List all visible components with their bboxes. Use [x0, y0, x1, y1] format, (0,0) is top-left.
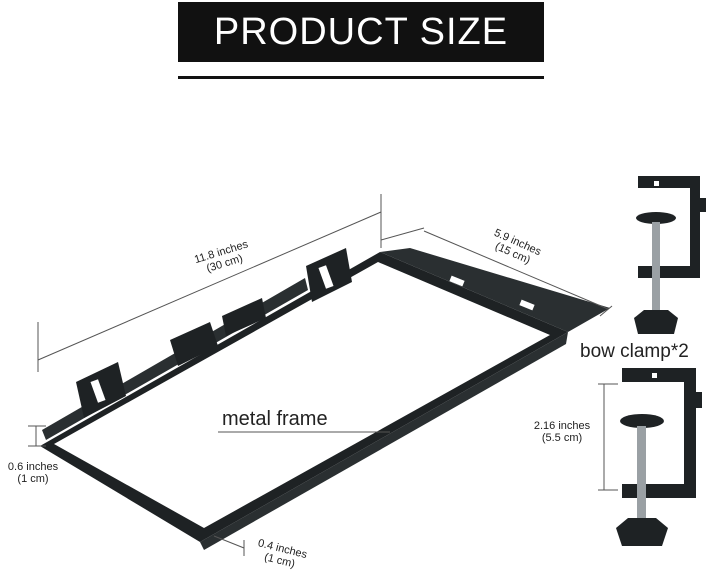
tray-front-lip [200, 332, 568, 550]
height-label: 0.6 inches (1 cm) [0, 461, 66, 485]
tray-inner-opening [54, 262, 550, 528]
bow-clamp-label: bow clamp*2 [580, 341, 689, 362]
title-divider [178, 76, 544, 79]
mounting-tab-middle-2 [222, 298, 266, 336]
metal-frame-tray [40, 248, 610, 550]
back-notch-2 [519, 299, 535, 311]
page-title: PRODUCT SIZE [213, 10, 509, 53]
bow-clamp-bottom [616, 368, 702, 546]
clamp-opening-inches: 2.16 inches [533, 420, 591, 432]
width-dimension-line [380, 227, 613, 317]
clamp-opening-cm: (5.5 cm) [541, 432, 583, 445]
height-inches: 0.6 inches [7, 461, 59, 473]
length-dimension-line [37, 194, 382, 372]
mounting-tab-middle [170, 322, 218, 366]
metal-frame-label: metal frame [222, 408, 328, 430]
height-cm: (1 cm) [17, 473, 49, 486]
lip-dimension-line [213, 535, 245, 556]
mounting-tab-right [306, 248, 352, 302]
tray-right-flange [380, 248, 610, 332]
back-notch-1 [449, 275, 465, 287]
clamp-opening-label: 2.16 inches (5.5 cm) [524, 420, 600, 444]
bow-clamp-top [634, 176, 706, 334]
title-banner: PRODUCT SIZE [178, 2, 544, 62]
clamp-opening-dimension-line [598, 383, 618, 491]
height-dimension-line [28, 425, 46, 447]
mounting-tab-left [76, 362, 126, 418]
